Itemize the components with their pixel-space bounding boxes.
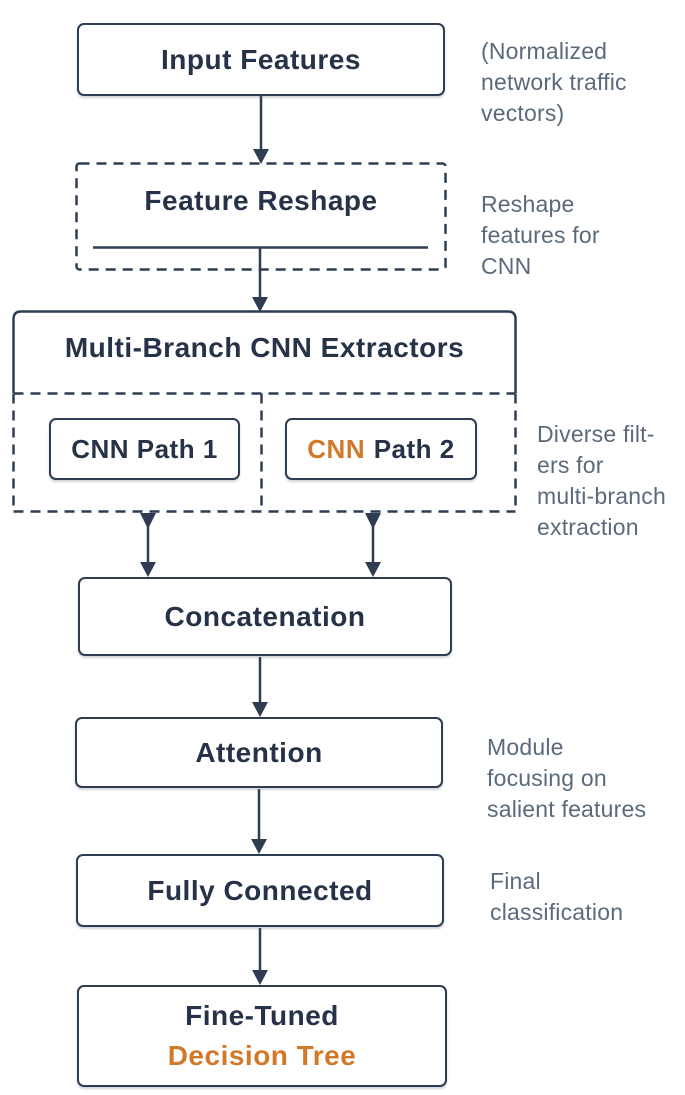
- extractors-dashed-body: [12, 392, 517, 513]
- node-fully-connected: Fully Connected: [76, 854, 444, 927]
- annotation-extractors-note: Diverse filt- ers for multi-branch extra…: [537, 421, 666, 540]
- node-extractors-title: Multi-Branch CNN Extractors: [64, 332, 465, 363]
- arrow-concat-to-attention: [252, 657, 268, 717]
- node-input-features: Input Features: [77, 23, 445, 96]
- annotation-input-note: (Normalized network traffic vectors): [481, 38, 627, 126]
- arrow-path1-to-concat: [140, 513, 156, 577]
- arrow-path2-to-concat: [365, 513, 381, 577]
- arrow-fc-to-final: [252, 928, 268, 985]
- arrow-reshape-to-extractors: [252, 248, 268, 312]
- decision-tree-line: Decision Tree: [167, 1040, 357, 1071]
- node-cnn-path-2: CNN Path 2: [285, 418, 477, 480]
- node-concatenation: Concatenation: [78, 577, 452, 656]
- node-cnn-path-1: CNN Path 1: [49, 418, 240, 480]
- arrow-attention-to-fc: [251, 789, 267, 854]
- cnn-path-2-rest: Path 2: [373, 433, 455, 464]
- cnn-path-2-highlight: CNN: [307, 433, 366, 464]
- extractors-title-border: [12, 310, 517, 393]
- node-attention: Attention: [75, 717, 443, 788]
- arrow-input-to-reshape: [253, 96, 269, 164]
- node-feature-reshape-label: Feature Reshape: [144, 185, 378, 216]
- annotation-reshape-note: Reshape features for CNN: [481, 191, 600, 279]
- annotation-attention-note: Module focusing on salient features: [487, 734, 647, 822]
- annotation-fc-note: Final classification: [490, 868, 624, 925]
- node-fine-tuned-decision-tree: Fine-Tuned Decision Tree: [77, 985, 447, 1087]
- fine-tuned-line: Fine-Tuned: [185, 1000, 339, 1031]
